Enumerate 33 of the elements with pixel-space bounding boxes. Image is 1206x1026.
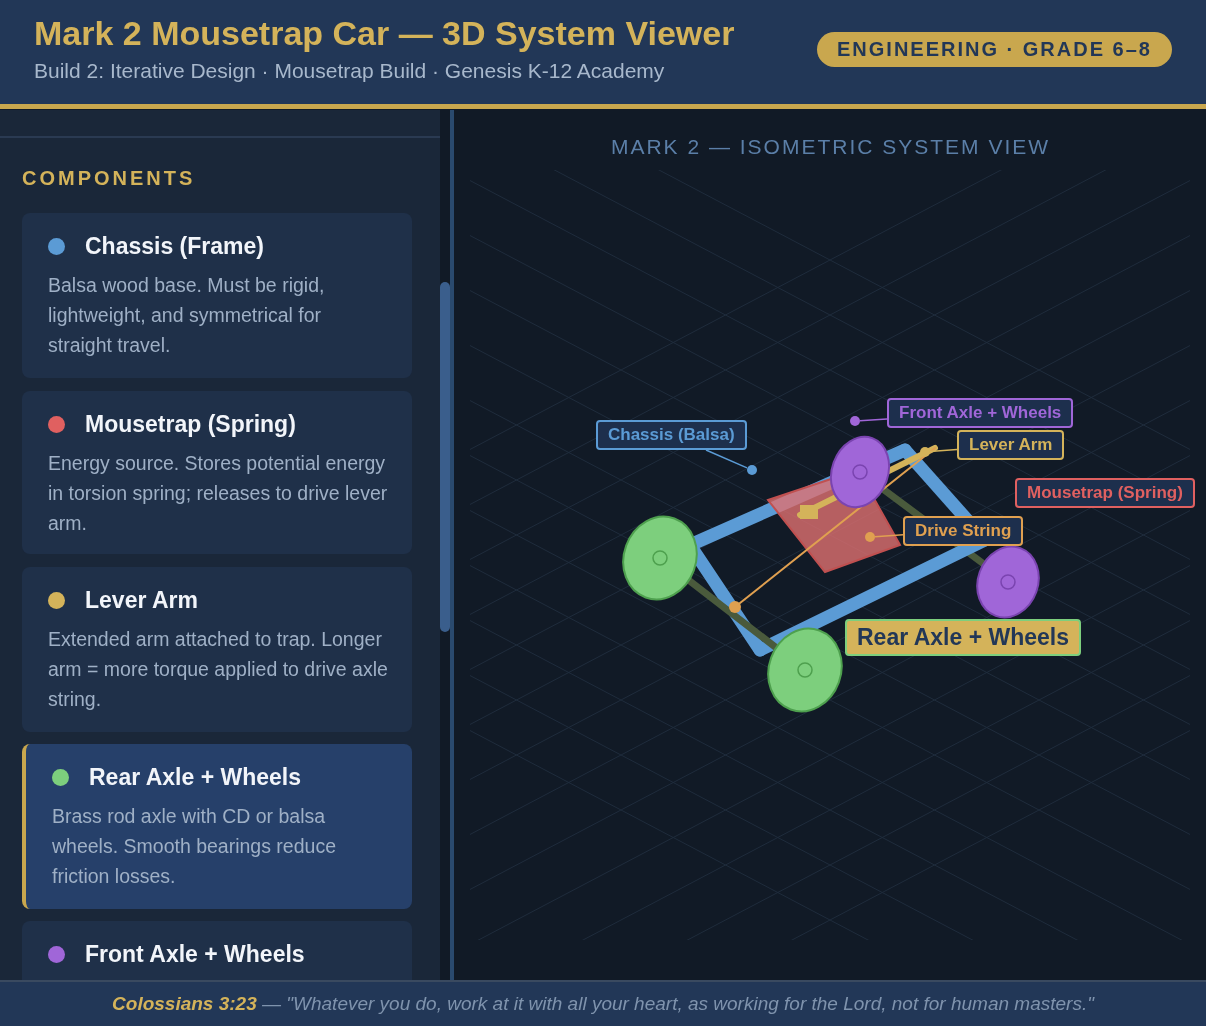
component-card [22,213,412,378]
leader-line [929,448,958,453]
section-heading: COMPONENTS [22,167,196,190]
viewport-heading: MARK 2 — ISOMETRIC SYSTEM VIEW [609,135,1052,159]
card-title: Front Axle + Wheels [85,941,305,968]
callout-label: Drive String [903,516,1024,546]
component-card [22,744,412,909]
leader-line [705,449,748,469]
grade-badge: ENGINEERING · GRADE 6–8 [817,32,1172,67]
card-title: Lever Arm [85,587,198,614]
page-title: Mark 2 Mousetrap Car — 3D System Viewer [34,14,735,53]
card-title: Rear Axle + Wheels [89,764,301,791]
leader-line [859,418,888,422]
card-title: Chassis (Frame) [85,233,264,260]
callout-label: Rear Axle + Wheels [845,619,1081,656]
callout-label: Chassis (Balsa) [596,420,747,450]
anchor-dot [865,532,875,542]
component-card [22,391,412,554]
anchor-dot [920,447,930,457]
card-description: Balsa wood base. Must be rigid, lightweight, and symmetrical for straight travel. [48,273,326,358]
subtitle: Build 2: Iterative Design · Mousetrap Build · Genesis K-12 Academy [34,59,665,83]
component-card [22,567,412,732]
anchor-dot [747,465,757,475]
leader-line [874,534,904,538]
callout-label: Lever Arm [957,430,1065,460]
callout-label: Mousetrap (Spring) [1015,478,1195,508]
callout-label: Front Axle + Wheels [887,398,1074,428]
card-title: Mousetrap (Spring) [85,411,296,438]
footer-quote: Colossians 3:23 — "Whatever you do, work at it with all your heart, as working for the Lord, not for human masters." [112,993,1094,1014]
card-description: Energy source. Stores potential energy in torsion spring; releases to drive lever arm. [48,451,388,536]
card-description: Extended arm attached to trap. Longer arm = more torque applied to drive axle string. [48,627,388,712]
anchor-dot [850,416,860,426]
card-description: Brass rod axle with CD or balsa wheels. Smooth bearings reduce friction losses. [52,804,337,889]
